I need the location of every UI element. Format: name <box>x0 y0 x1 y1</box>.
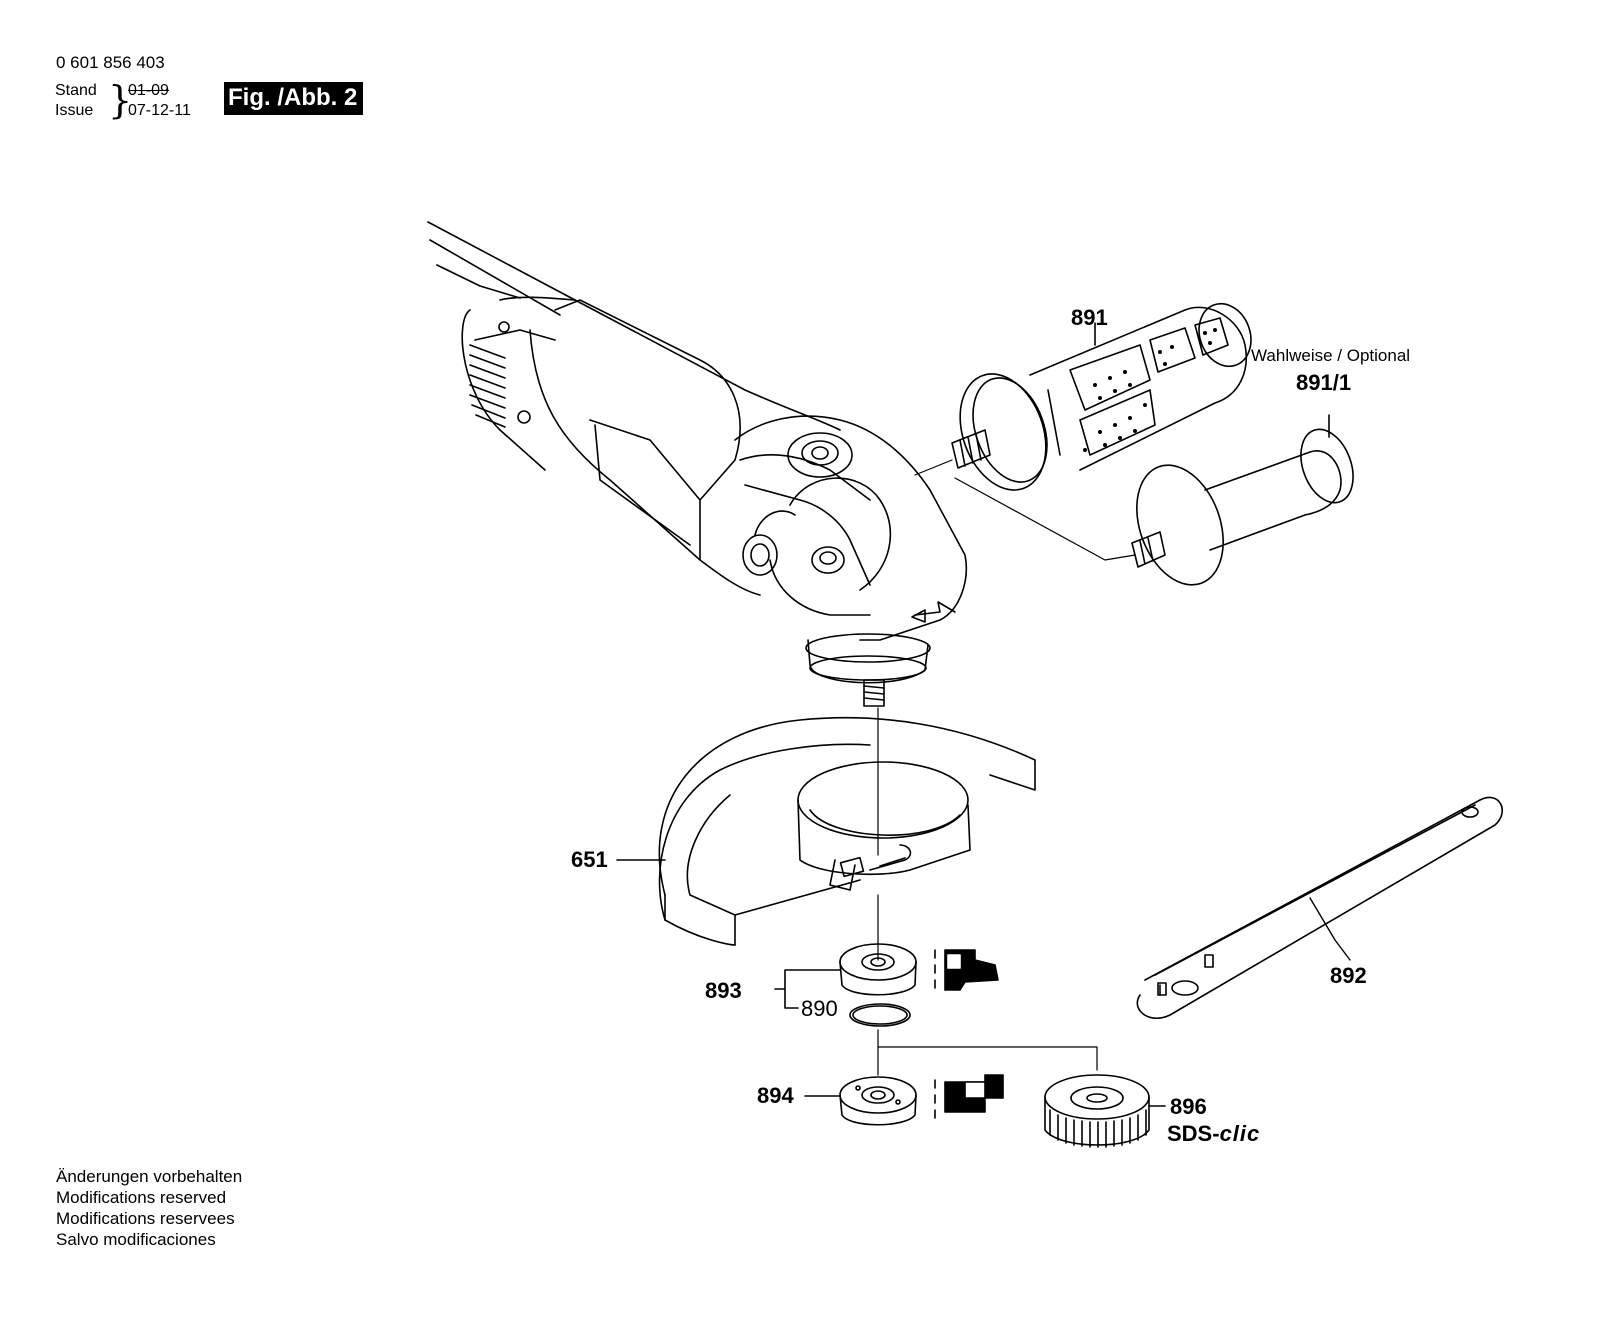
sds-suffix: clic <box>1219 1121 1261 1146</box>
footer-line-de: Änderungen vorbehalten <box>56 1167 243 1186</box>
callout-890: 890 <box>801 996 838 1021</box>
side-handle-891-1 <box>1121 422 1362 597</box>
grinder-body <box>428 222 966 706</box>
brace-glyph: } <box>108 78 133 122</box>
footer-line-fr: Modifications reservees <box>56 1209 235 1228</box>
figure-badge: Fig. /Abb. 2 <box>224 82 364 115</box>
callout-893: 893 <box>705 978 742 1003</box>
spanner-892 <box>1137 797 1502 1018</box>
stand-label: Stand <box>55 82 97 99</box>
callout-892: 892 <box>1330 963 1367 988</box>
callout-896: 896 <box>1170 1094 1207 1119</box>
part-number: 0 601 856 403 <box>56 53 165 72</box>
callout-891: 891 <box>1071 305 1108 330</box>
grip-dots <box>1083 328 1217 452</box>
footer-line-es: Salvo modificaciones <box>56 1230 216 1249</box>
stand-date: 01-09 <box>128 82 169 99</box>
stand-issue-labels: Stand Issue <box>55 81 97 121</box>
callout-891-1: 891/1 <box>1296 370 1352 395</box>
issue-date: 07-12-11 <box>128 102 191 119</box>
issue-label: Issue <box>55 102 94 119</box>
knurl-lines <box>1050 1110 1146 1147</box>
footer-notice: Änderungen vorbehalten Modifications res… <box>56 1166 242 1250</box>
spindle-thread <box>864 680 884 706</box>
stand-issue-dates: 01-09 07-12-11 <box>128 81 191 121</box>
o-ring-890 <box>850 1004 910 1026</box>
wheel-guard-651 <box>659 718 1035 945</box>
clamping-nut-894 <box>840 1077 916 1125</box>
sds-prefix: SDS- <box>1167 1121 1220 1146</box>
sds-clic-label: SDS-clic <box>1167 1121 1260 1147</box>
flange-symbol-893 <box>935 950 998 990</box>
sds-clic-nut-896 <box>1045 1075 1149 1147</box>
optional-note: Wahlweise / Optional <box>1251 346 1411 365</box>
callout-651: 651 <box>571 847 608 872</box>
callout-894: 894 <box>757 1083 794 1108</box>
flange-893 <box>840 944 916 995</box>
vent-ribs <box>470 345 505 427</box>
side-handle-891 <box>945 296 1260 502</box>
footer-line-en: Modifications reserved <box>56 1188 227 1207</box>
nut-symbol-894 <box>935 1075 1003 1118</box>
